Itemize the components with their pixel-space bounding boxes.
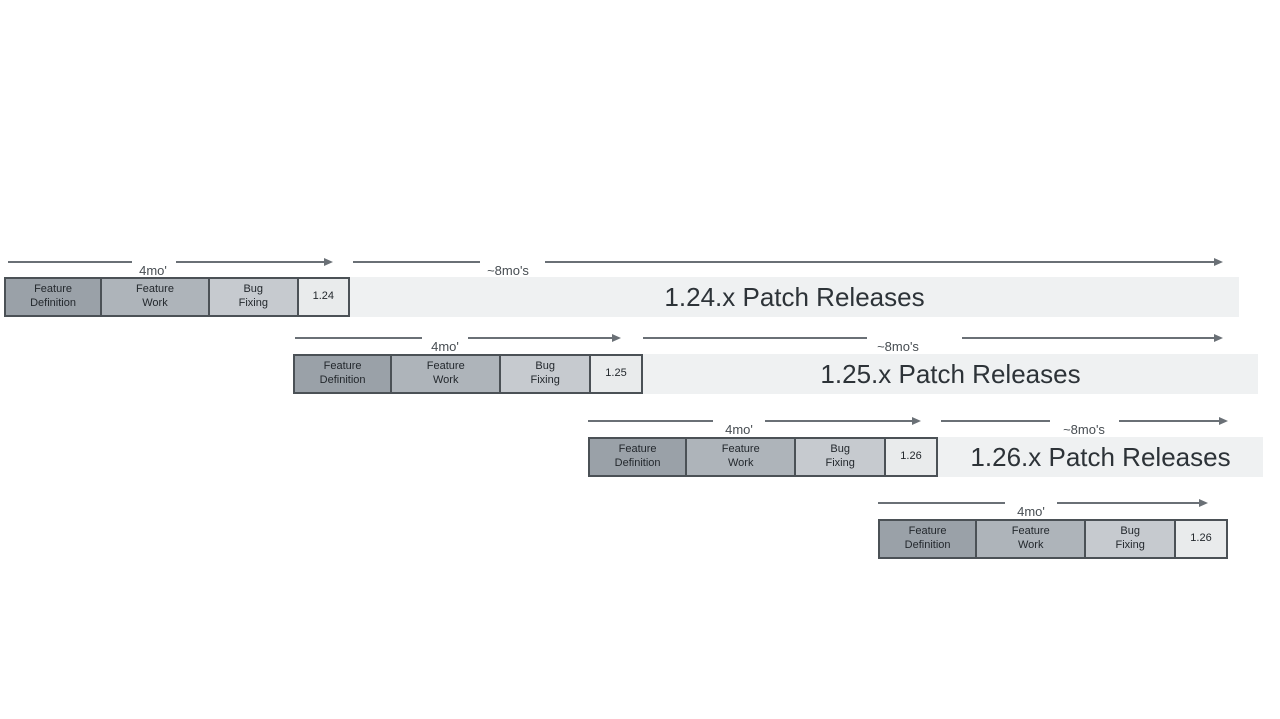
patch-releases-label: 1.26.x Patch Releases: [970, 441, 1231, 472]
version-box: 1.26: [884, 439, 936, 475]
dev-duration-label: 4mo': [139, 263, 167, 278]
arrow-head-icon: [1219, 417, 1228, 425]
version-box: 1.24: [296, 279, 348, 315]
patch-duration-label: ~8mo's: [1063, 422, 1105, 437]
patch-arrow-line: [545, 261, 1214, 263]
dev-arrow-line: [8, 261, 132, 263]
phase-feature-work: Feature Work: [390, 356, 500, 392]
phase-feature-work: Feature Work: [100, 279, 208, 315]
patch-arrow-line: [941, 420, 1050, 422]
dev-duration-label: 4mo': [725, 422, 753, 437]
phase-feature-definition: Feature Definition: [295, 356, 391, 392]
version-box: 1.25: [589, 356, 641, 392]
patch-arrow-line: [1119, 420, 1219, 422]
patch-releases-bar: 1.25.x Patch Releases: [643, 354, 1258, 394]
dev-arrow-line: [588, 420, 713, 422]
patch-arrow-line: [962, 337, 1214, 339]
patch-duration-label: ~8mo's: [877, 339, 919, 354]
phase-feature-definition: Feature Definition: [590, 439, 686, 475]
phase-bug-fixing: Bug Fixing: [794, 439, 885, 475]
version-box: 1.26: [1174, 521, 1226, 557]
phase-bug-fixing: Bug Fixing: [207, 279, 297, 315]
arrow-head-icon: [912, 417, 921, 425]
dev-duration-label: 4mo': [431, 339, 459, 354]
patch-releases-bar: 1.24.x Patch Releases: [350, 277, 1239, 317]
arrow-head-icon: [1199, 499, 1208, 507]
phase-strip: Feature Definition Feature Work Bug Fixi…: [293, 354, 643, 394]
phase-feature-definition: Feature Definition: [6, 279, 101, 315]
patch-arrow-line: [643, 337, 867, 339]
phase-strip: Feature Definition Feature Work Bug Fixi…: [878, 519, 1228, 559]
patch-releases-bar: 1.26.x Patch Releases: [938, 437, 1263, 477]
arrow-head-icon: [1214, 258, 1223, 266]
phase-feature-work: Feature Work: [685, 439, 795, 475]
arrow-head-icon: [1214, 334, 1223, 342]
phase-strip: Feature Definition Feature Work Bug Fixi…: [4, 277, 350, 317]
phase-feature-definition: Feature Definition: [880, 521, 976, 557]
dev-arrow-line: [765, 420, 912, 422]
dev-arrow-line: [1057, 502, 1199, 504]
phase-bug-fixing: Bug Fixing: [499, 356, 590, 392]
arrow-head-icon: [324, 258, 333, 266]
phase-strip: Feature Definition Feature Work Bug Fixi…: [588, 437, 938, 477]
patch-releases-label: 1.24.x Patch Releases: [664, 281, 925, 312]
dev-arrow-line: [176, 261, 324, 263]
patch-duration-label: ~8mo's: [487, 263, 529, 278]
phase-bug-fixing: Bug Fixing: [1084, 521, 1175, 557]
patch-arrow-line: [353, 261, 480, 263]
phase-feature-work: Feature Work: [975, 521, 1085, 557]
dev-arrow-line: [295, 337, 422, 339]
arrow-head-icon: [612, 334, 621, 342]
dev-duration-label: 4mo': [1017, 504, 1045, 519]
dev-arrow-line: [878, 502, 1005, 504]
dev-arrow-line: [468, 337, 612, 339]
patch-releases-label: 1.25.x Patch Releases: [820, 358, 1081, 389]
